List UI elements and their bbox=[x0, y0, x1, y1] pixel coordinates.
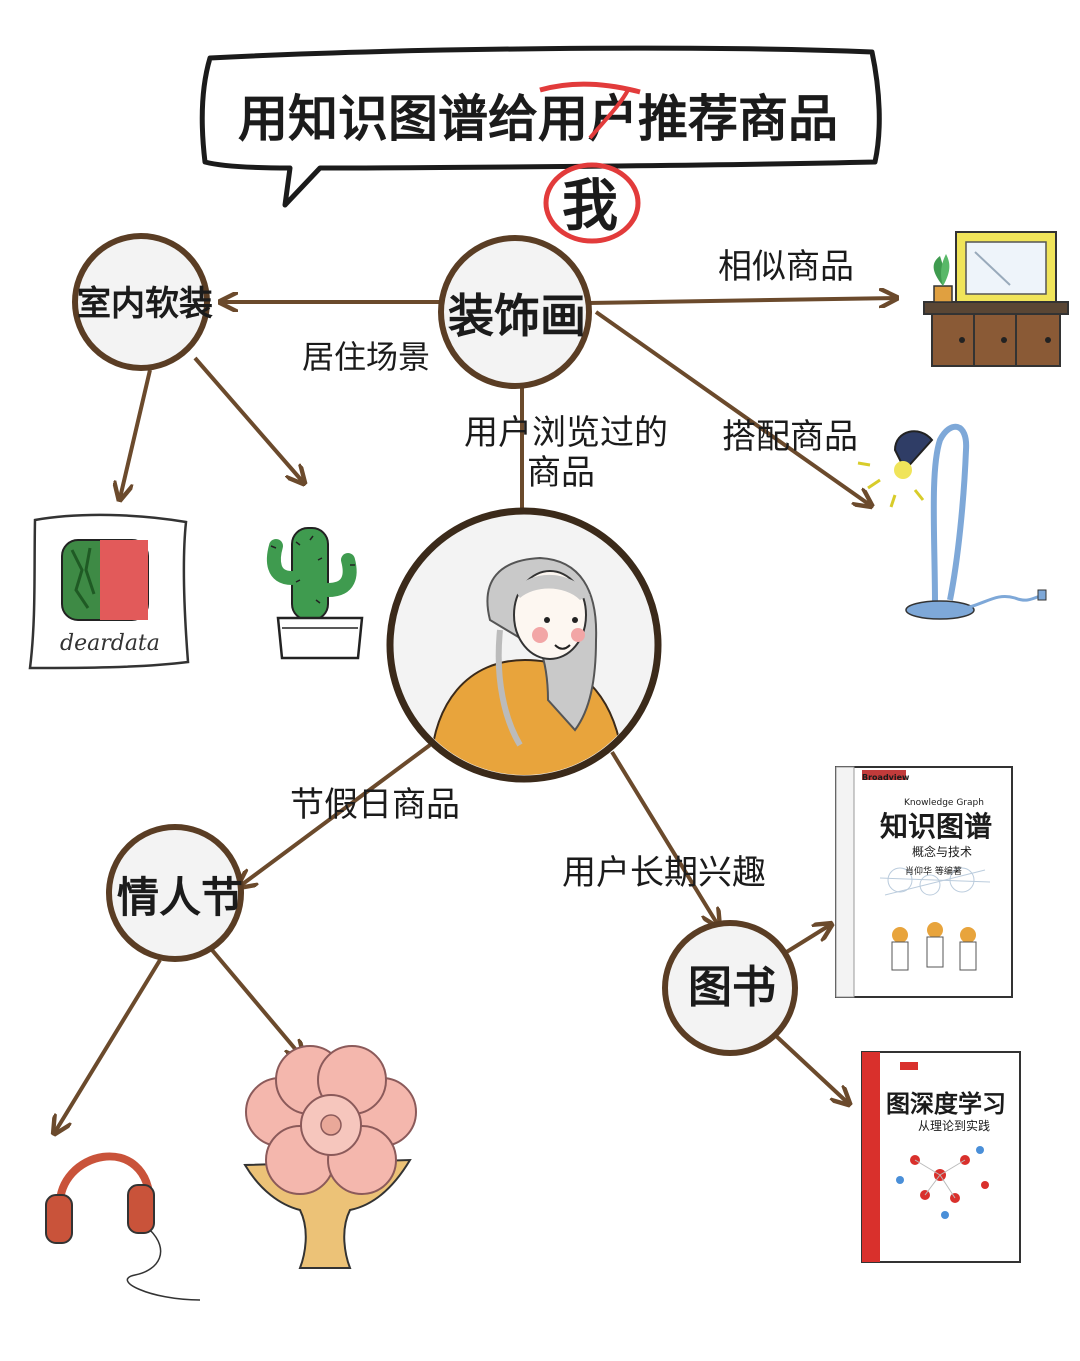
book1-subtitle-en: Knowledge Graph bbox=[904, 798, 984, 808]
book-graph-deep-learning bbox=[861, 1051, 1021, 1263]
book2-subtitle: 从理论到实践 bbox=[918, 1118, 990, 1133]
node-books-label: 图书 bbox=[688, 962, 776, 1013]
edge-label-holiday: 节假日商品 bbox=[290, 785, 460, 825]
edge-valentine-headphones bbox=[55, 958, 162, 1132]
book1-publisher: Broadview bbox=[862, 773, 910, 782]
title-strike-diagonal bbox=[588, 89, 630, 140]
edge-user-books bbox=[610, 750, 718, 925]
pillow-brand-text: deardata bbox=[60, 631, 160, 656]
edge-painting-similar bbox=[587, 298, 895, 303]
edge-painting-matching bbox=[594, 310, 870, 505]
title-correction: 我 bbox=[562, 174, 618, 239]
title-suffix: 推荐商品 bbox=[638, 90, 838, 148]
flower-bouquet-illustration bbox=[243, 1045, 417, 1269]
edge-label-browsed-1: 用户浏览过的 bbox=[464, 413, 668, 453]
edge-books-book1 bbox=[783, 925, 830, 955]
edges bbox=[55, 298, 895, 1132]
node-painting-label: 装饰画 bbox=[448, 289, 586, 343]
node-interior-label: 室内软装 bbox=[77, 284, 213, 324]
node-painting bbox=[438, 235, 592, 389]
node-interior bbox=[72, 233, 210, 371]
edge-interior-pillow bbox=[120, 369, 152, 498]
node-valentine-label: 情人节 bbox=[117, 873, 243, 922]
floor-lamp-illustration bbox=[857, 423, 1047, 620]
edge-label-browsed-2: 商品 bbox=[527, 453, 595, 493]
title-prefix: 用知识图谱给 bbox=[238, 90, 538, 148]
book1-author: 肖仰华 等编著 bbox=[905, 865, 962, 877]
edge-interior-cactus bbox=[193, 356, 303, 482]
edge-label-matching: 搭配商品 bbox=[722, 417, 858, 457]
book1-title: 知识图谱 bbox=[880, 810, 992, 843]
user-avatar bbox=[386, 507, 662, 783]
edge-valentine-flower bbox=[210, 948, 302, 1057]
correction-circle bbox=[543, 162, 641, 244]
pillow-illustration bbox=[28, 513, 190, 670]
headphones-illustration bbox=[45, 1152, 201, 1301]
edge-user-valentine bbox=[240, 743, 432, 886]
edge-label-similar: 相似商品 bbox=[718, 247, 854, 287]
book-knowledge-graph bbox=[835, 766, 1013, 998]
title-strike-line bbox=[539, 81, 641, 95]
edge-label-longterm: 用户长期兴趣 bbox=[562, 853, 766, 893]
book1-subtitle: 概念与技术 bbox=[912, 844, 972, 859]
node-books bbox=[662, 920, 798, 1056]
edge-books-book2 bbox=[773, 1033, 848, 1103]
tv-cabinet-illustration bbox=[923, 231, 1069, 367]
book2-title: 图深度学习 bbox=[886, 1090, 1006, 1118]
title-bubble bbox=[199, 45, 882, 208]
cactus-illustration bbox=[267, 527, 364, 660]
node-valentine bbox=[106, 824, 244, 962]
edge-label-living: 居住场景 bbox=[302, 338, 430, 376]
